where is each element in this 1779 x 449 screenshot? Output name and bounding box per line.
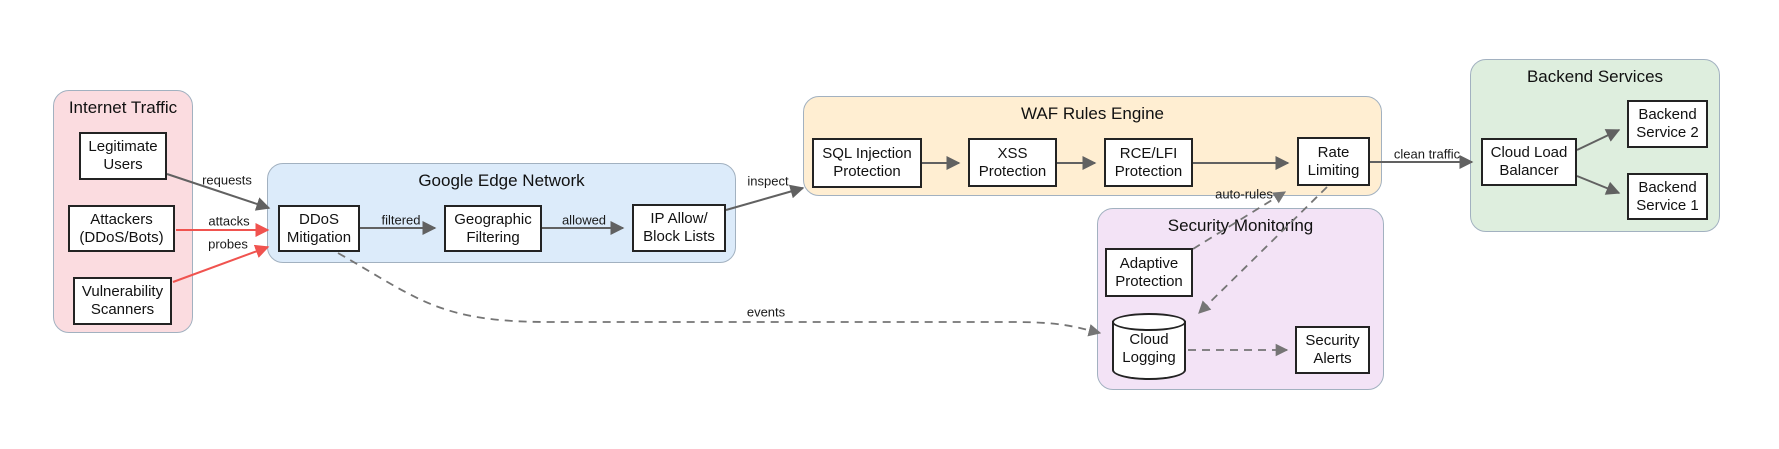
node-xss-protection: XSS Protection [968, 138, 1057, 187]
container-title-backend-services: Backend Services [1526, 67, 1664, 86]
node-label: SQL Injection Protection [822, 145, 912, 180]
edge-inspect [725, 184, 805, 211]
node-sql-injection-protection: SQL Injection Protection [812, 138, 922, 188]
node-label: Attackers (DDoS/Bots) [79, 210, 164, 246]
container-title-google-edge-network: Google Edge Network [418, 171, 585, 190]
node-ip-allow-block-lists: IP Allow/ Block Lists [632, 204, 726, 252]
edge-events [337, 252, 1102, 337]
node-label: Backend Service 2 [1636, 106, 1699, 141]
node-security-alerts: Security Alerts [1295, 326, 1370, 374]
node-cloud-load-balancer: Cloud Load Balancer [1481, 138, 1577, 186]
edge-label-requests: requests [202, 172, 252, 188]
edge-label-events: events [746, 304, 786, 320]
edge-label-attacks: attacks [208, 213, 250, 229]
node-adaptive-protection: Adaptive Protection [1105, 248, 1193, 297]
edge-label-probes: probes [208, 236, 248, 252]
node-geographic-filtering: Geographic Filtering [444, 205, 542, 252]
node-label: Rate Limiting [1307, 143, 1360, 179]
node-rce-lfi-protection: RCE/LFI Protection [1104, 138, 1193, 187]
node-label: Backend Service 1 [1636, 178, 1699, 214]
node-backend-service-2: Backend Service 2 [1627, 100, 1708, 148]
node-label: Security Alerts [1305, 332, 1360, 367]
node-label: XSS Protection [978, 144, 1047, 180]
node-legitimate-users: Legitimate Users [79, 132, 167, 180]
edge-label-auto-rules: auto-rules [1215, 186, 1273, 202]
cylinder-top [1112, 313, 1186, 331]
node-label: Cloud Load Balancer [1490, 144, 1568, 179]
node-cloud-logging: Cloud Logging [1112, 313, 1186, 380]
node-rate-limiting: Rate Limiting [1297, 137, 1370, 186]
container-title-waf-rules-engine: WAF Rules Engine [1021, 104, 1164, 123]
node-label: Geographic Filtering [454, 210, 532, 246]
node-label: Cloud Logging [1122, 331, 1176, 366]
node-label: Vulnerability Scanners [81, 283, 164, 318]
edge-label-allowed: allowed [561, 212, 607, 228]
edge-label-inspect: inspect [747, 173, 789, 189]
container-title-security-monitoring: Security Monitoring [1167, 216, 1314, 235]
container-title-internet-traffic: Internet Traffic [68, 98, 178, 117]
node-label: Legitimate Users [88, 138, 158, 173]
node-label: IP Allow/ Block Lists [643, 210, 715, 245]
node-backend-service-1: Backend Service 1 [1627, 173, 1708, 220]
edge-label-clean-traffic: clean traffic [1393, 146, 1461, 162]
node-label: Adaptive Protection [1115, 254, 1183, 290]
node-label: DDoS Mitigation [286, 210, 352, 246]
node-attackers: Attackers (DDoS/Bots) [68, 205, 175, 252]
edge-label-filtered: filtered [381, 212, 421, 228]
node-label: RCE/LFI Protection [1114, 144, 1183, 180]
node-vulnerability-scanners: Vulnerability Scanners [73, 277, 172, 325]
node-ddos-mitigation: DDoS Mitigation [278, 205, 360, 252]
